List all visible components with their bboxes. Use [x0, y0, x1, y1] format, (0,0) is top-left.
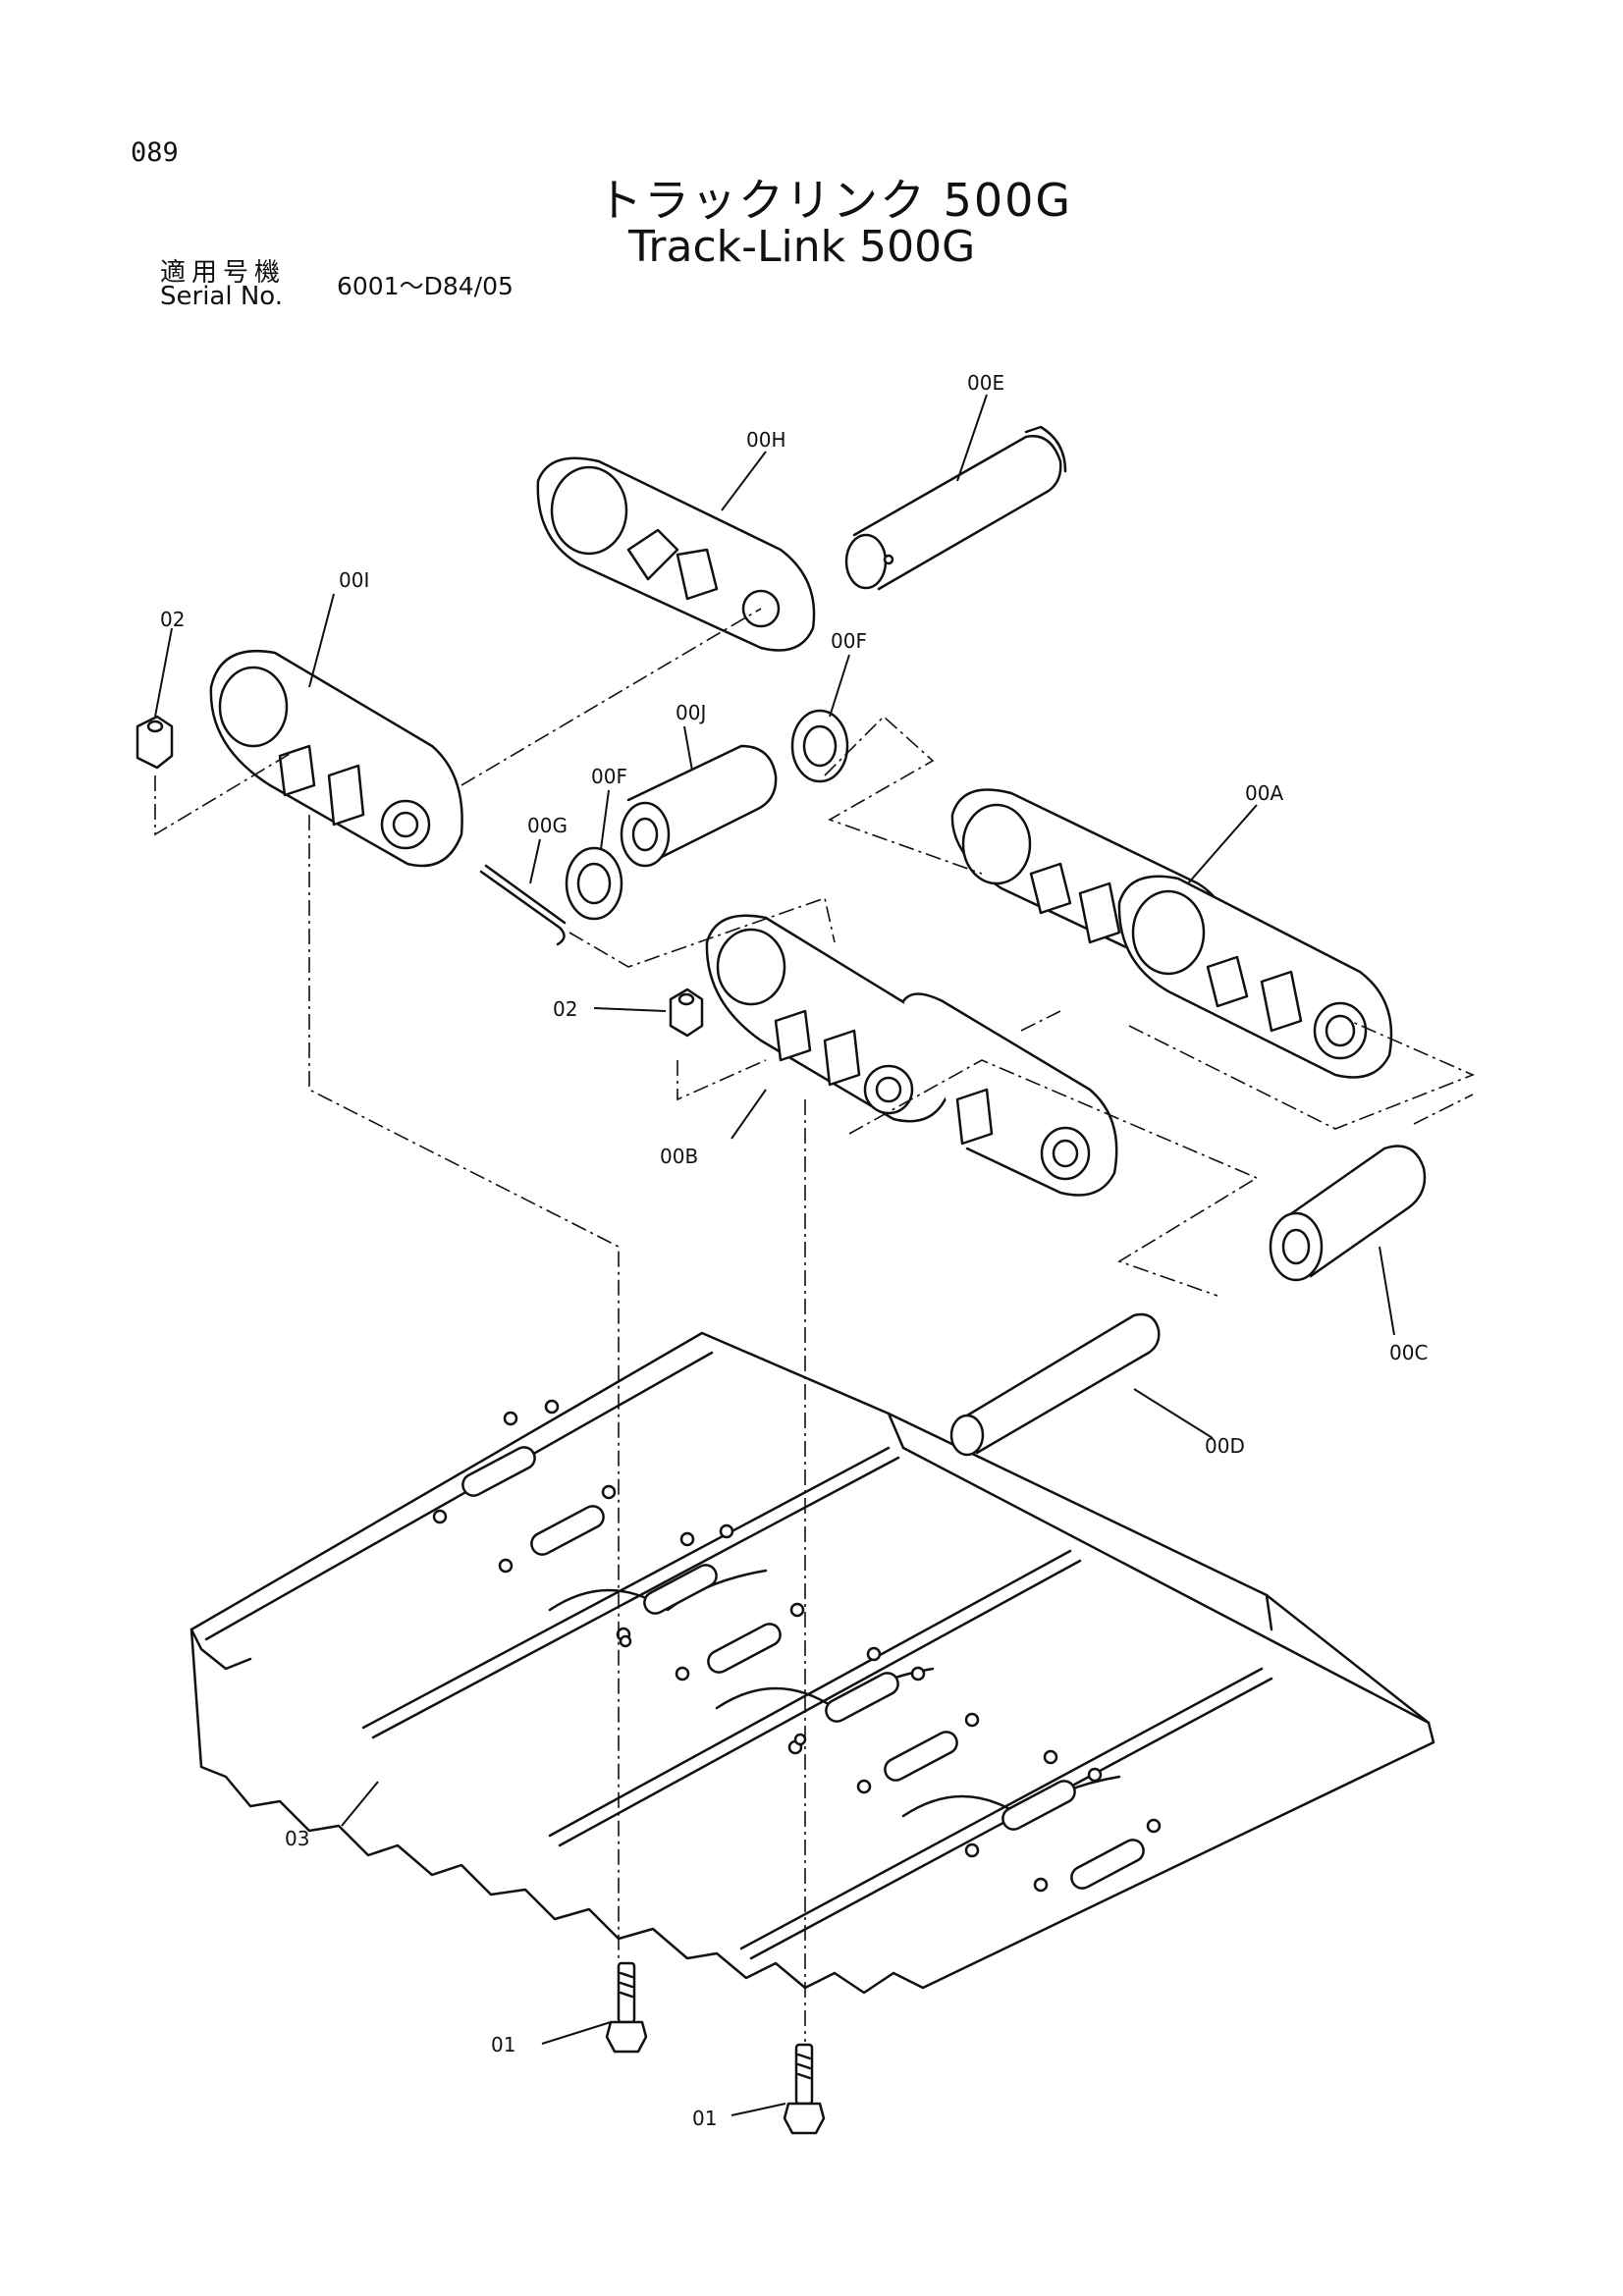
callout-00E: 00E	[967, 371, 1004, 395]
title-english: Track-Link 500G	[628, 222, 976, 272]
serial-label-english: Serial No.	[160, 282, 283, 311]
nut-02-center	[669, 988, 704, 1038]
link-00B	[705, 914, 1118, 1197]
shoe-bolt-right	[783, 2043, 826, 2135]
track-shoe-plates	[189, 1331, 1435, 1995]
serial-range: 6001〜D84/05	[337, 272, 514, 300]
callout-00B: 00B	[660, 1145, 698, 1168]
shoe-bolt-left	[605, 1961, 648, 2054]
callout-00C: 00C	[1389, 1341, 1428, 1364]
page-number: 089	[131, 137, 179, 168]
spring-pin-00G	[479, 864, 567, 946]
nut-02-left	[135, 715, 174, 770]
callout-labels: 00E 00H 00I 02 00F 00J 00F 00G 00A 02 00…	[160, 371, 1428, 2130]
pin-00E	[844, 425, 1067, 591]
callout-01-right: 01	[692, 2107, 717, 2130]
pin-00D	[949, 1312, 1161, 1457]
callout-00F-right: 00F	[831, 629, 867, 653]
callout-00A: 00A	[1245, 781, 1283, 805]
callout-00I: 00I	[339, 568, 369, 592]
bushing-00J	[620, 744, 778, 868]
alignment-lines	[154, 608, 1476, 2042]
callout-02-center: 02	[553, 997, 577, 1021]
link-00A	[950, 788, 1393, 1079]
callout-leaders	[154, 394, 1395, 2116]
serial-label-japanese: 適用号機	[160, 258, 287, 288]
link-00H	[536, 456, 816, 652]
callout-02-left: 02	[160, 608, 185, 631]
callout-00D: 00D	[1205, 1434, 1245, 1458]
title-japanese: トラックリンク 500G	[597, 174, 1073, 227]
callout-00H: 00H	[746, 428, 786, 452]
callout-00G: 00G	[527, 814, 568, 837]
callout-03: 03	[285, 1827, 309, 1850]
callout-00J: 00J	[676, 701, 706, 724]
seal-00F-right	[790, 709, 849, 783]
link-00I	[209, 649, 463, 868]
callout-01-left: 01	[491, 2033, 515, 2056]
bushing-00C	[1269, 1145, 1427, 1282]
callout-00F-left: 00F	[591, 765, 627, 788]
seal-00F-left	[565, 846, 623, 921]
